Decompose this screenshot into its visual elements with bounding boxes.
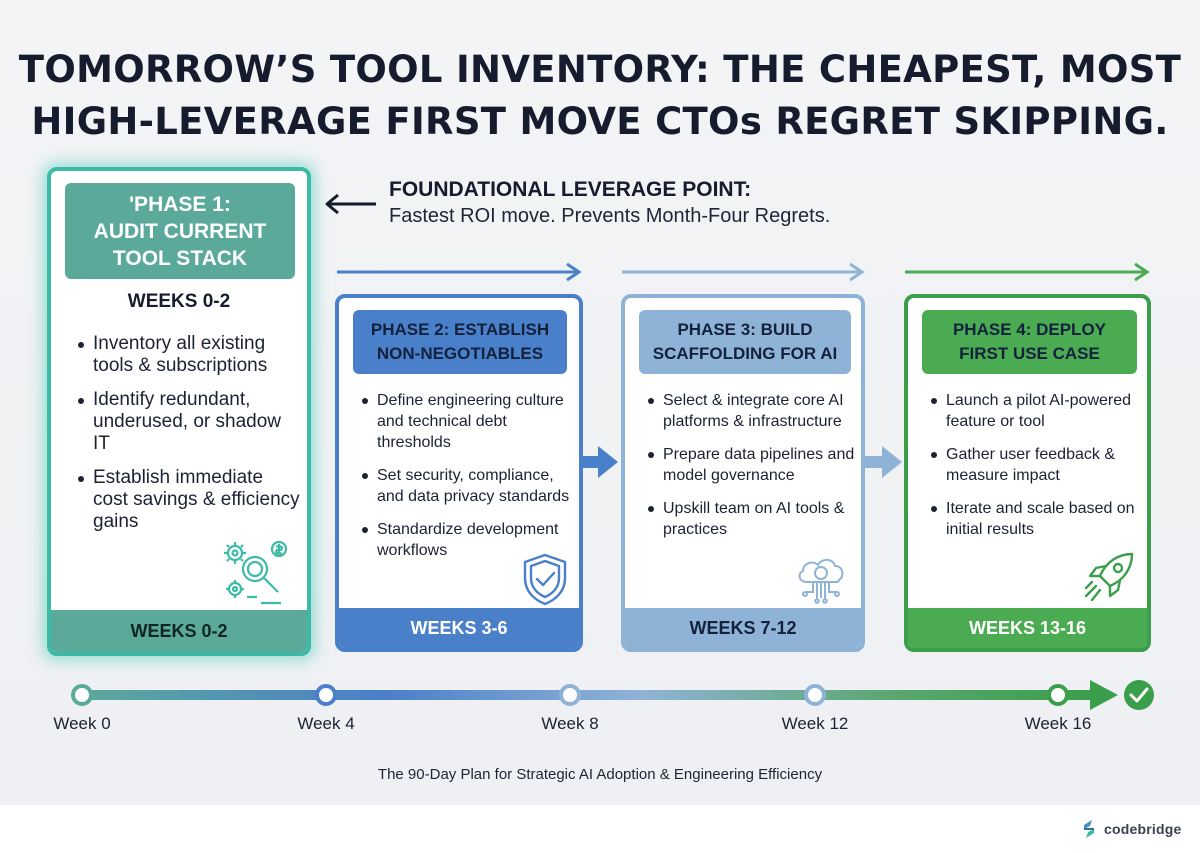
plan-subtitle: The 90-Day Plan for Strategic AI Adoptio… xyxy=(377,766,823,783)
phase-1-weeks-label: WEEKS 0-2 xyxy=(127,291,231,312)
list-item: Iterate and scale based on initial resul… xyxy=(928,498,1147,540)
phase-1-title-line: 'PHASE 1: xyxy=(129,192,231,216)
timeline-node xyxy=(71,684,93,706)
phase-4-title: PHASE 4: DEPLOY FIRST USE CASE xyxy=(922,310,1137,374)
phase-4-bullet-list: Launch a pilot AI-powered feature or too… xyxy=(928,390,1147,552)
title-line-1: TOMORROW’S TOOL INVENTORY: THE CHEAPEST,… xyxy=(18,48,1182,91)
list-item: Establish immediate cost savings & effic… xyxy=(75,467,301,533)
phase-1-title-line: AUDIT CURRENT xyxy=(93,219,267,243)
gears-magnifier-dollar-icon xyxy=(224,540,288,605)
timeline-node xyxy=(1047,684,1069,706)
callout-arrow-icon xyxy=(325,193,376,215)
phase-2-footer: WEEKS 3-6 xyxy=(339,608,579,648)
phase-4-flow-arrow-icon xyxy=(905,262,1150,282)
week-label: Week 4 xyxy=(297,714,355,733)
list-item: Gather user feedback & measure impact xyxy=(928,444,1147,486)
phase-3-flow-arrow-icon xyxy=(622,262,865,282)
phase-4-footer: WEEKS 13-16 xyxy=(908,608,1147,648)
list-item: Inventory all existing tools & subscript… xyxy=(75,333,301,377)
codebridge-logo-icon xyxy=(1084,820,1094,838)
phase-3-footer: WEEKS 7-12 xyxy=(625,608,861,648)
list-item: Standardize development workflows xyxy=(359,519,579,561)
phase-4-title-line: PHASE 4: DEPLOY xyxy=(952,320,1107,339)
phase-2-title-line: PHASE 2: ESTABLISH xyxy=(370,320,550,339)
shield-check-icon xyxy=(523,553,567,606)
list-item: Upskill team on AI tools & practices xyxy=(645,498,861,540)
phase-4-card: PHASE 4: DEPLOY FIRST USE CASE Launch a … xyxy=(904,294,1151,652)
week-label: Week 16 xyxy=(1024,714,1092,733)
brand-name: codebridge xyxy=(1104,821,1182,837)
phase-3-title-line: SCAFFOLDING FOR AI xyxy=(652,344,838,363)
phase-3-title-line: PHASE 3: BUILD xyxy=(677,320,813,339)
phase-2-to-3-arrow-icon xyxy=(578,446,618,478)
phase-2-card: PHASE 2: ESTABLISH NON-NEGOTIABLES Defin… xyxy=(335,294,583,652)
list-item: Launch a pilot AI-powered feature or too… xyxy=(928,390,1147,432)
timeline-node xyxy=(559,684,581,706)
phase-3-to-4-arrow-icon xyxy=(862,446,902,478)
ai-cloud-circuit-icon xyxy=(798,558,844,604)
list-item: Define engineering culture and technical… xyxy=(359,390,579,453)
phase-2-title: PHASE 2: ESTABLISH NON-NEGOTIABLES xyxy=(353,310,567,374)
phase-2-title-line: NON-NEGOTIABLES xyxy=(376,344,544,363)
phase-3-card: PHASE 3: BUILD SCAFFOLDING FOR AI Select… xyxy=(621,294,865,652)
brand-logo: codebridge xyxy=(1080,818,1181,840)
phase-4-title-line: FIRST USE CASE xyxy=(959,344,1100,363)
rocket-icon xyxy=(1084,552,1134,602)
list-item: Identify redundant, underused, or shadow… xyxy=(75,389,301,455)
phase-3-title: PHASE 3: BUILD SCAFFOLDING FOR AI xyxy=(639,310,851,374)
phase-3-bullet-list: Select & integrate core AI platforms & i… xyxy=(645,390,861,552)
phase-1-card: 'PHASE 1: AUDIT CURRENT TOOL STACK WEEKS… xyxy=(47,167,311,656)
list-item: Select & integrate core AI platforms & i… xyxy=(645,390,861,432)
phase-1-title: 'PHASE 1: AUDIT CURRENT TOOL STACK xyxy=(65,183,295,279)
list-item: Set security, compliance, and data priva… xyxy=(359,465,579,507)
timeline-node xyxy=(804,684,826,706)
timeline-bar xyxy=(71,680,1154,710)
phase-1-footer: WEEKS 0-2 xyxy=(51,610,307,652)
callout-title: FOUNDATIONAL LEVERAGE POINT: xyxy=(389,178,752,201)
phase-1-bullet-list: Inventory all existing tools & subscript… xyxy=(75,333,301,545)
week-label: Week 0 xyxy=(53,714,111,733)
list-item: Prepare data pipelines and model governa… xyxy=(645,444,861,486)
phase-2-bullet-list: Define engineering culture and technical… xyxy=(359,390,579,573)
week-label: Week 8 xyxy=(541,714,599,733)
check-circle-icon xyxy=(1124,680,1154,710)
footer-band xyxy=(0,805,1200,853)
week-label: Week 12 xyxy=(781,714,849,733)
phase-2-flow-arrow-icon xyxy=(337,262,582,282)
phase-1-title-line: TOOL STACK xyxy=(112,246,248,270)
title-line-2: HIGH-LEVERAGE FIRST MOVE CTOs REGRET SKI… xyxy=(31,100,1169,143)
callout-subtitle: Fastest ROI move. Prevents Month-Four Re… xyxy=(389,205,831,227)
page-title: TOMORROW’S TOOL INVENTORY: THE CHEAPEST,… xyxy=(0,44,1200,148)
timeline-node xyxy=(315,684,337,706)
